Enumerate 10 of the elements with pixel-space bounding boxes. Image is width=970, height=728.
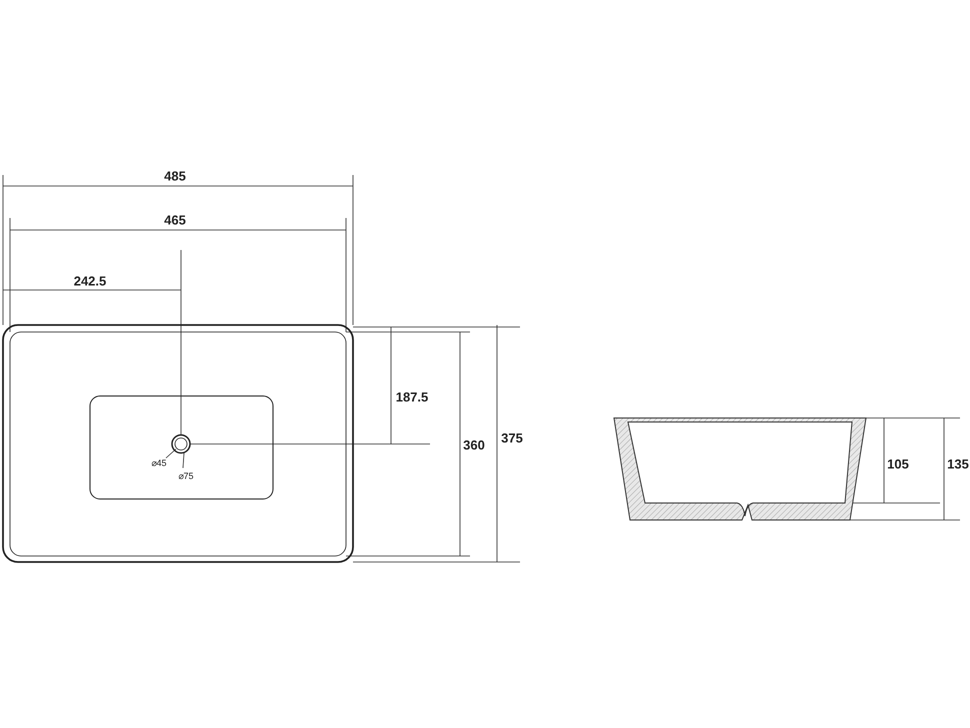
dimension-label: 465	[163, 212, 187, 228]
dimension-label: 485	[163, 168, 187, 184]
dimension-label: 375	[500, 430, 524, 446]
dimension-label: ⌀45	[150, 458, 168, 468]
dimension-label: 135	[946, 456, 970, 472]
dimension-label: 242.5	[72, 274, 108, 288]
dimension-label: 360	[462, 438, 486, 452]
dimension-label: 105	[886, 456, 910, 472]
dimension-label: ⌀75	[178, 471, 194, 481]
dimension-label: 187.5	[394, 390, 430, 404]
